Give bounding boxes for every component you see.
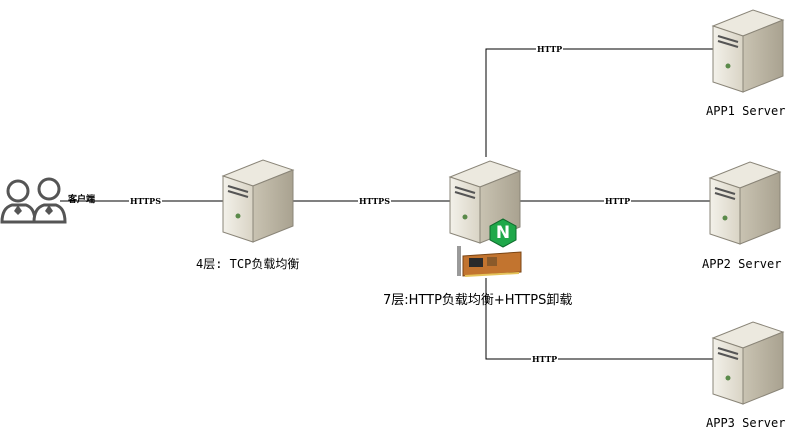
link-label-l4-l7: HTTPS — [358, 196, 391, 206]
nginx-badge-letter: N — [495, 223, 511, 243]
l4-server-icon — [221, 152, 295, 248]
client-users-icon — [0, 174, 68, 230]
app1-server-icon — [711, 2, 785, 98]
app1-node-label: APP1 Server — [706, 104, 786, 118]
link-label-client-l4: HTTPS — [129, 196, 162, 206]
link-line-l7-app1 — [485, 48, 713, 157]
app2-server-icon — [708, 154, 782, 250]
link-label-l7-app3: HTTP — [531, 354, 559, 364]
l4-node-label: 4层: TCP负载均衡 — [196, 257, 300, 271]
client-label: 客户端 — [68, 195, 96, 205]
l7-node-label: 7层:HTTP负载均衡+HTTPS卸载 — [383, 293, 573, 308]
app3-node-label: APP3 Server — [706, 416, 786, 430]
link-line-l7-app3 — [485, 278, 713, 360]
network-card-icon — [455, 244, 525, 284]
app3-server-icon — [711, 314, 785, 410]
l7-server-icon — [448, 153, 522, 249]
app2-node-label: APP2 Server — [702, 257, 782, 271]
link-label-l7-app2: HTTP — [604, 196, 632, 206]
nginx-badge-icon: N — [488, 218, 518, 248]
link-label-l7-app1: HTTP — [536, 44, 564, 54]
